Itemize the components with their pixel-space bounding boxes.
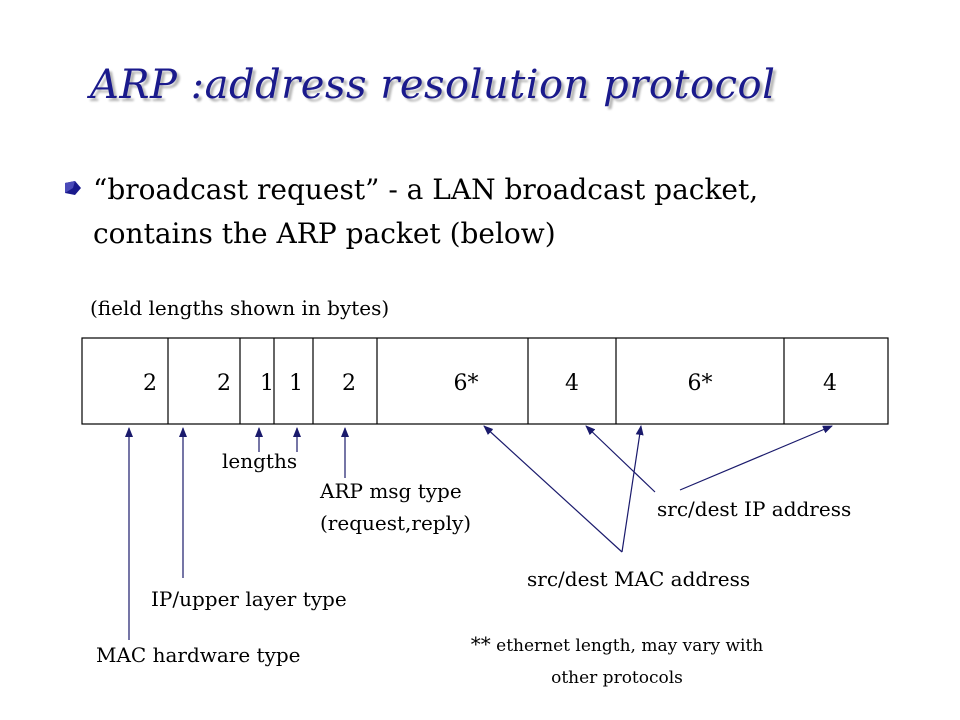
footnote: ** ethernet length, may vary with other … bbox=[442, 628, 792, 694]
diamond-bullet-icon bbox=[65, 181, 81, 195]
arrow-mac-dest bbox=[621, 425, 644, 553]
bullet-text: “broadcast request” - a LAN broadcast pa… bbox=[93, 168, 913, 256]
label-arp-msg-type: ARP msg type bbox=[320, 479, 462, 503]
packet-field-8: 6* bbox=[688, 371, 713, 396]
packet-field-2: 2 bbox=[217, 371, 231, 396]
bullet-line-1: “broadcast request” - a LAN broadcast pa… bbox=[93, 173, 759, 206]
packet-field-7: 4 bbox=[565, 371, 579, 396]
packet-field-9: 4 bbox=[823, 371, 837, 396]
field-lengths-note: (field lengths shown in bytes) bbox=[90, 296, 390, 320]
label-upper-layer-type: IP/upper layer type bbox=[151, 587, 347, 611]
footnote-stars: ** bbox=[470, 632, 491, 656]
footnote-line-1: ethernet length, may vary with bbox=[496, 636, 764, 656]
packet-field-6: 6* bbox=[454, 371, 479, 396]
label-request-reply: (request,reply) bbox=[320, 511, 472, 535]
bullet-line-2: contains the ARP packet (below) bbox=[93, 217, 556, 250]
pointer-arrows bbox=[125, 425, 833, 640]
packet-outline bbox=[81, 337, 889, 425]
arrow-ip-dest bbox=[679, 425, 833, 491]
packet-field-3: 1 bbox=[260, 371, 274, 396]
packet-field-1: 2 bbox=[143, 371, 157, 396]
label-src-dest-ip: src/dest IP address bbox=[657, 497, 852, 521]
arrow-ip-src bbox=[585, 425, 656, 493]
packet-field-5: 2 bbox=[342, 371, 356, 396]
packet-field-4: 1 bbox=[289, 371, 303, 396]
arrow-mac-src bbox=[483, 425, 623, 553]
slide-title: ARP :address resolution protocol bbox=[90, 62, 776, 108]
label-lengths: lengths bbox=[222, 449, 298, 473]
label-mac-hardware-type: MAC hardware type bbox=[96, 643, 301, 667]
footnote-line-2: other protocols bbox=[551, 668, 683, 688]
label-src-dest-mac: src/dest MAC address bbox=[527, 567, 751, 591]
